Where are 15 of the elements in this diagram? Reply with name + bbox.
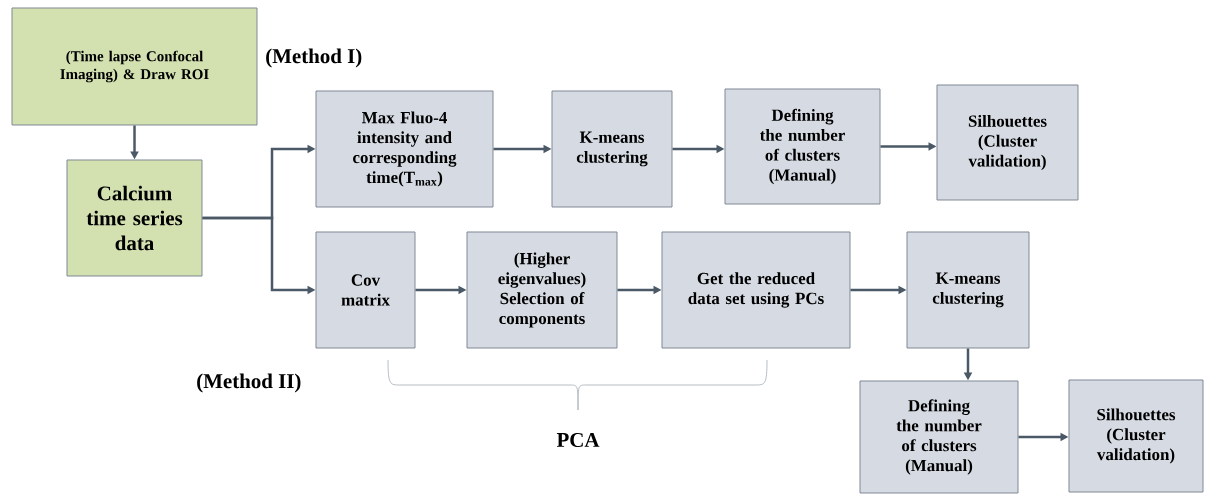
process-box: Silhouettes (Cluster validation) [936, 84, 1079, 201]
process-box: K-means clustering [551, 90, 673, 208]
process-box: (Higher eigenvalues) Selection of components [466, 231, 618, 349]
method-label: PCA [556, 432, 600, 447]
process-box: K-means clustering [906, 231, 1030, 349]
input-box: (Time lapse Confocal Imaging) & Draw ROI [11, 7, 258, 126]
process-box: Silhouettes (Cluster validation) [1068, 379, 1204, 493]
method-label: (Method I) [266, 48, 362, 68]
process-box: Cov matrix [315, 231, 416, 349]
process-box: Defining the number of clusters (Manual) [724, 88, 881, 205]
process-box: Max Fluo-4 intensity and corresponding time(T$_{max}$) [315, 90, 494, 208]
process-box: Defining the number of clusters (Manual) [859, 380, 1019, 494]
process-box: Get the reduced data set using PCs [661, 231, 851, 349]
input-box: Calcium time series data [66, 159, 203, 277]
method-label: (Method II) [197, 373, 301, 393]
